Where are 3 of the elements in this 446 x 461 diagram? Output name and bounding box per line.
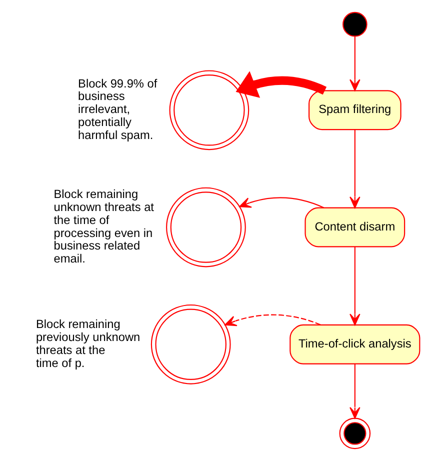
node-label: Block remaining unknown threats at the time of processing even in business related email. (53, 186, 154, 266)
node-label: Block remaining previously unknown threats at the time of p. (35, 316, 140, 370)
node-label: Block 99.9% of business irrelevant, potentially harmful spam. (78, 76, 157, 142)
